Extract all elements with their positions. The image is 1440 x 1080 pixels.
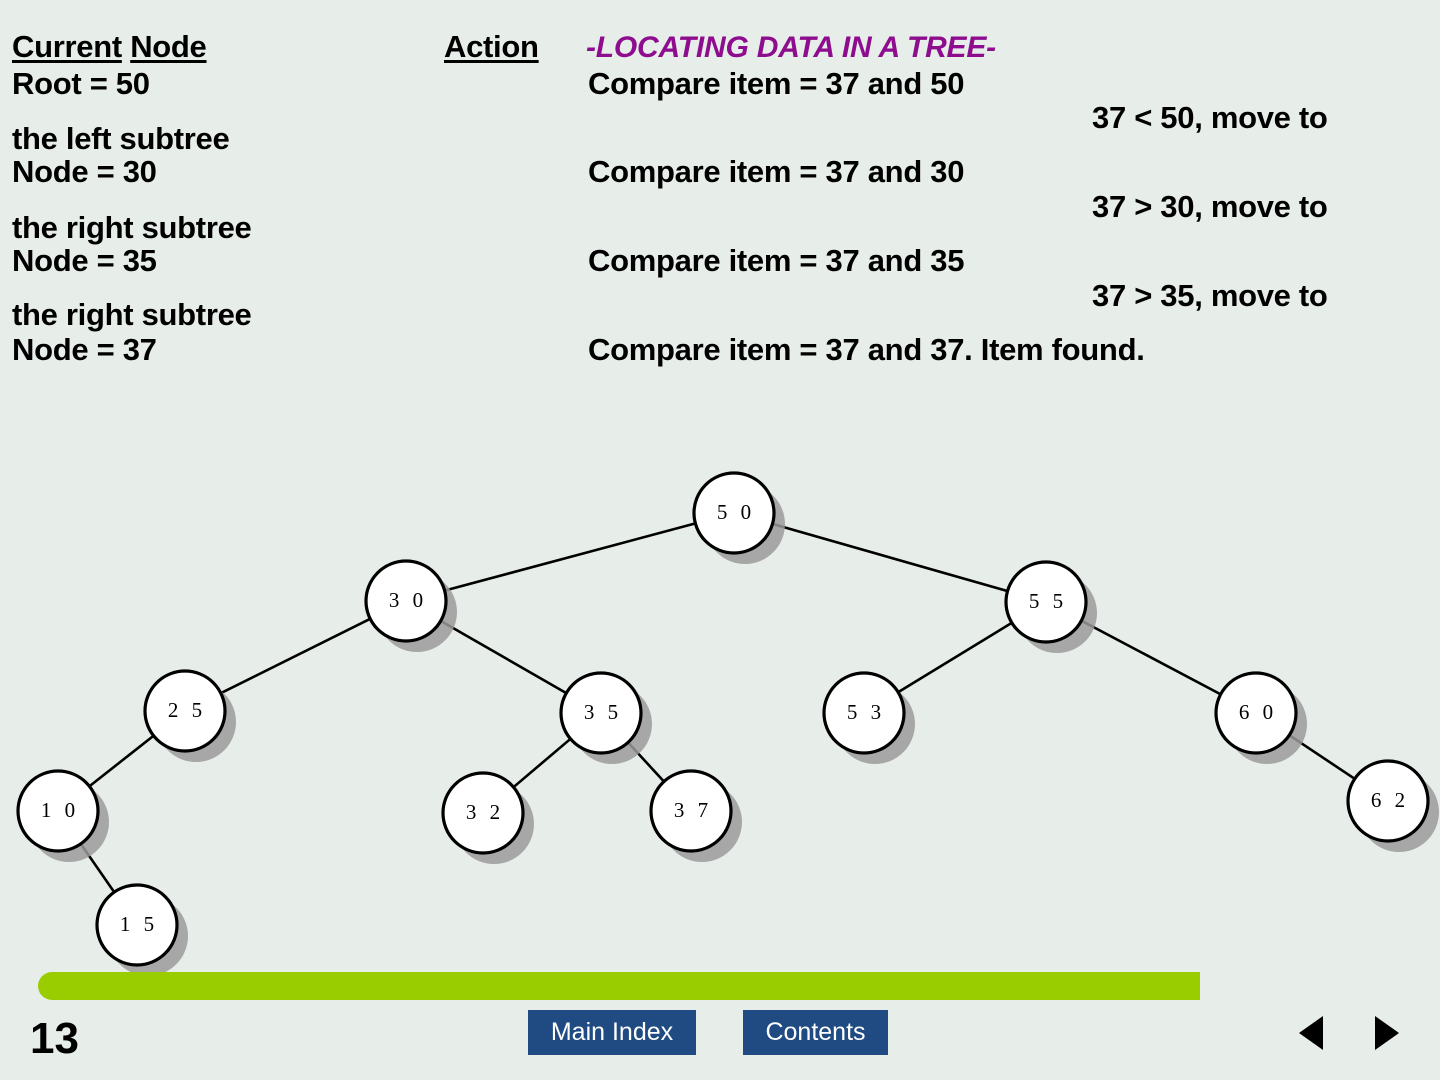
trace-next-hint-2: the right subtree	[12, 297, 252, 332]
tree-node-10: 1 0	[16, 769, 100, 853]
tree-edge	[78, 841, 117, 895]
tree-node-label: 2 5	[168, 698, 206, 722]
header-action-label: Action	[444, 29, 539, 64]
trace-next-hint-0: the left subtree	[12, 121, 230, 156]
triangle-right-icon[interactable]	[1375, 1016, 1399, 1050]
tree-node-label: 3 2	[466, 800, 504, 824]
trace-current-node-0: Root = 50	[12, 66, 150, 101]
tree-node-shadow	[454, 784, 534, 864]
tree-edge	[895, 620, 1015, 695]
tree-node-shadow	[662, 782, 742, 862]
tree-node-55: 5 5	[1004, 560, 1088, 644]
tree-node-label: 6 0	[1239, 700, 1277, 724]
tree-node-62: 6 2	[1346, 759, 1430, 843]
trace-result-0: 37 < 50, move to	[1092, 100, 1328, 135]
trace-result-2: 37 > 35, move to	[1092, 278, 1328, 313]
tree-node-circle	[16, 769, 100, 853]
tree-node-circle	[95, 883, 179, 967]
trace-current-node-1: Node = 30	[12, 154, 157, 189]
trace-result-1: 37 > 30, move to	[1092, 189, 1328, 224]
tree-node-shadow	[377, 572, 457, 652]
tree-node-shadow	[1017, 573, 1097, 653]
tree-edge	[218, 616, 373, 696]
tree-node-circle	[692, 471, 776, 555]
trace-action-1: Compare item = 37 and 30	[588, 154, 965, 189]
tree-edge	[87, 733, 156, 789]
tree-edge	[442, 521, 698, 593]
tree-node-shadow-layer	[29, 484, 1439, 976]
trace-action-0: Compare item = 37 and 50	[588, 66, 965, 101]
tree-node-circle	[1214, 671, 1298, 755]
contents-button[interactable]: Contents	[743, 1010, 888, 1055]
tree-node-circle	[1004, 560, 1088, 644]
tree-node-circle	[822, 671, 906, 755]
main-index-button[interactable]: Main Index	[528, 1010, 696, 1055]
tree-node-60: 6 0	[1214, 671, 1298, 755]
tree-node-label: 5 0	[717, 500, 755, 524]
tree-node-circle	[559, 671, 643, 755]
tree-node-circle	[441, 771, 525, 855]
column-header-action: Action	[444, 31, 539, 62]
tree-node-label: 5 5	[1029, 589, 1067, 613]
tree-edge	[438, 618, 569, 696]
slide-title: -LOCATING DATA IN A TREE-	[586, 31, 996, 64]
header-node: Node	[130, 29, 207, 64]
tree-edge	[1286, 732, 1358, 782]
accent-bar	[38, 972, 1200, 1000]
tree-node-37: 3 7	[649, 769, 733, 853]
page-number: 13	[30, 1014, 79, 1063]
tree-node-label: 3 7	[674, 798, 712, 822]
tree-node-shadow	[1227, 684, 1307, 764]
tree-node-label: 1 0	[41, 798, 79, 822]
tree-edge	[770, 522, 1010, 593]
tree-node-label: 6 2	[1371, 788, 1409, 812]
triangle-left-icon[interactable]	[1299, 1016, 1323, 1050]
trace-action-2: Compare item = 37 and 35	[588, 243, 965, 278]
tree-node-shadow	[29, 782, 109, 862]
tree-node-25: 2 5	[143, 669, 227, 753]
tree-node-shadow	[835, 684, 915, 764]
tree-node-layer: 5 0 3 0 5 5 2 5 3 5 5 3 6 0 1 0 3 2 3 7 6 2 1 5	[16, 471, 1430, 967]
tree-node-shadow	[572, 684, 652, 764]
tree-edge	[511, 736, 573, 790]
tree-node-35: 3 5	[559, 671, 643, 755]
tree-node-15: 1 5	[95, 883, 179, 967]
tree-edge	[1078, 618, 1224, 697]
tree-node-label: 5 3	[847, 700, 885, 724]
tree-node-shadow	[108, 896, 188, 976]
tree-node-shadow	[1359, 772, 1439, 852]
tree-edge-layer	[78, 521, 1358, 895]
tree-node-50: 5 0	[692, 471, 776, 555]
tree-node-shadow	[705, 484, 785, 564]
tree-node-30: 3 0	[364, 559, 448, 643]
trace-current-node-3: Node = 37	[12, 332, 157, 367]
tree-edge	[625, 740, 667, 784]
trace-action-3: Compare item = 37 and 37. Item found.	[588, 332, 1145, 367]
column-header-current-node: Current Node	[12, 31, 207, 62]
tree-node-label: 3 0	[389, 588, 427, 612]
tree-node-32: 3 2	[441, 771, 525, 855]
tree-node-circle	[649, 769, 733, 853]
trace-next-hint-1: the right subtree	[12, 210, 252, 245]
tree-node-circle	[1346, 759, 1430, 843]
trace-current-node-2: Node = 35	[12, 243, 157, 278]
tree-node-circle	[364, 559, 448, 643]
tree-node-shadow	[156, 682, 236, 762]
header-current: Current	[12, 29, 122, 64]
tree-node-label: 1 5	[120, 912, 158, 936]
tree-node-53: 5 3	[822, 671, 906, 755]
tree-node-label: 3 5	[584, 700, 622, 724]
tree-node-circle	[143, 669, 227, 753]
